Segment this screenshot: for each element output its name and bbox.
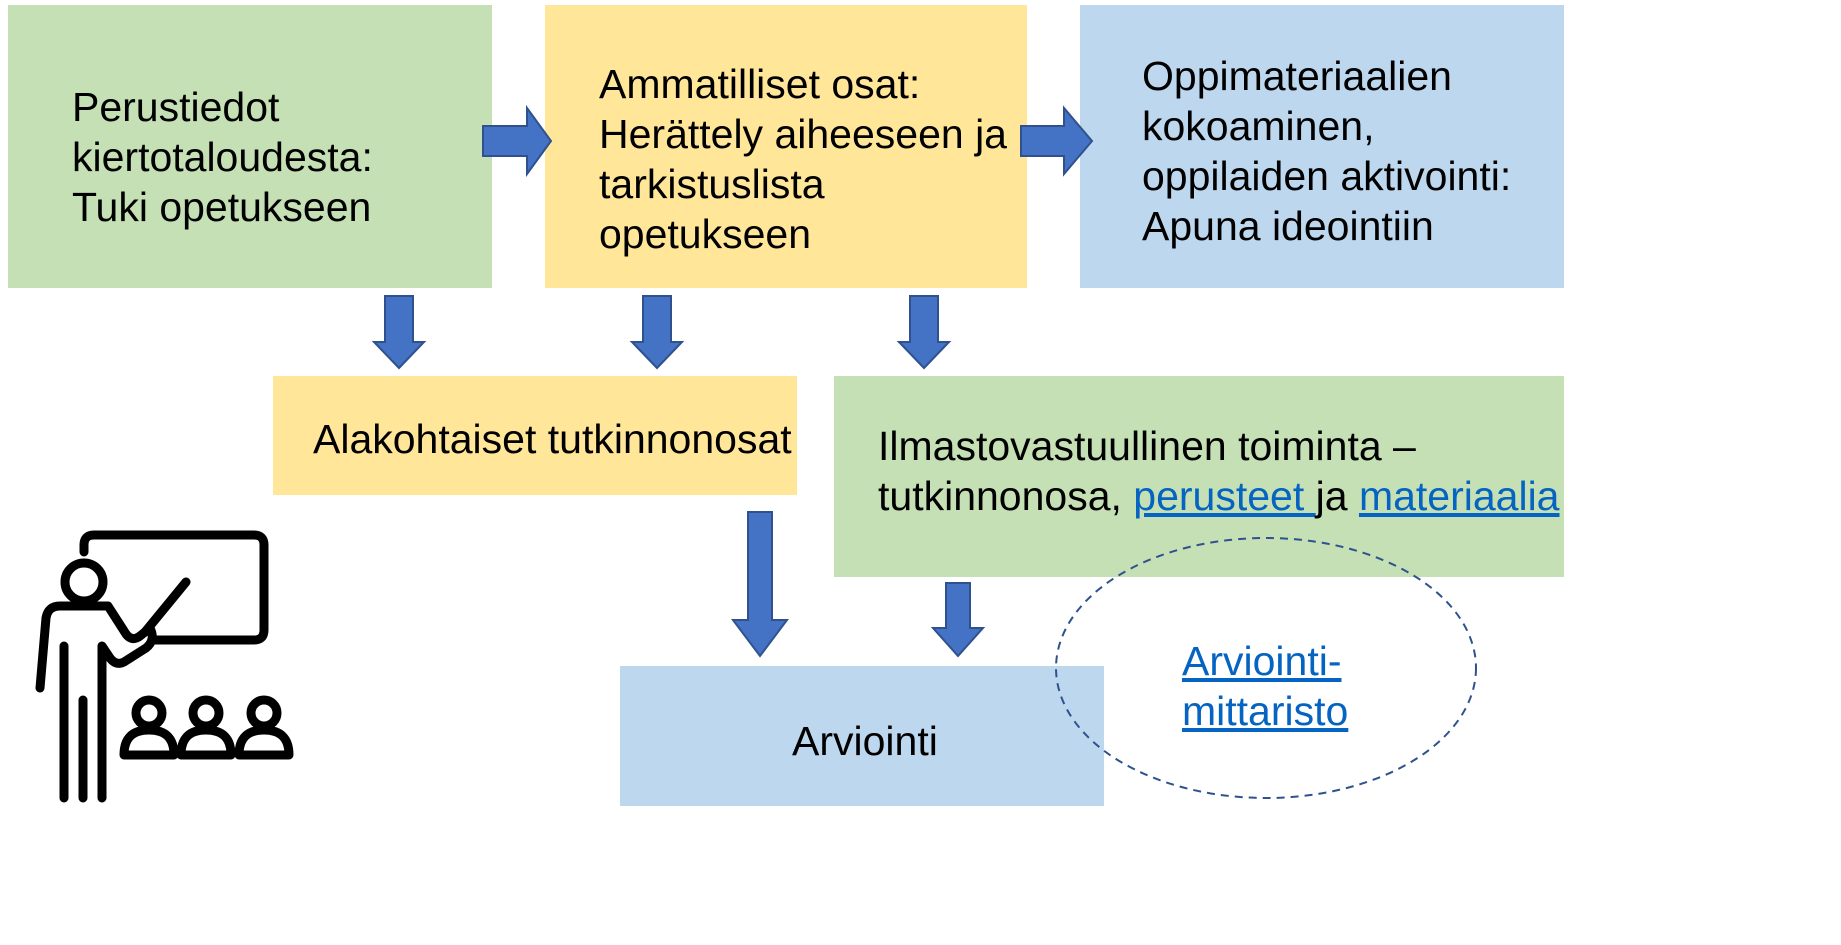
box-arviointi: Arviointi — [620, 666, 1104, 806]
arrow-down-1 — [371, 295, 427, 370]
box-alakohtaiset-text: Alakohtaiset tutkinnonosat — [313, 416, 792, 462]
box-perustiedot-text: Perustiedot kiertotaloudesta: Tuki opetu… — [72, 84, 373, 230]
box-oppimateriaalien: Oppimateriaalien kokoaminen, oppilaiden … — [1080, 5, 1564, 288]
box-ammatilliset: Ammatilliset osat: Herättely aiheeseen j… — [545, 5, 1027, 288]
arviointi-mittaristo-text: Arviointi- mittaristo — [1182, 636, 1348, 736]
ilmasto-line-2: tutkinnonosa, perusteet ja materiaalia — [878, 473, 1560, 519]
arviointi-mittaristo-ellipse — [1055, 537, 1477, 799]
teacher-presenting-icon — [35, 530, 294, 803]
ilmasto-line-1: Ilmastovastuullinen toiminta – — [878, 423, 1416, 469]
box-arviointi-text: Arviointi — [792, 718, 938, 764]
arrow-down-3 — [896, 295, 952, 370]
arrow-down-2 — [629, 295, 685, 370]
arrow-right-2 — [1020, 105, 1094, 177]
box-ilmastovastuullinen-text: Ilmastovastuullinen toiminta – tutkinnon… — [878, 421, 1560, 521]
arrow-right-1 — [482, 104, 553, 178]
box-ilmastovastuullinen: Ilmastovastuullinen toiminta – tutkinnon… — [834, 376, 1564, 577]
box-alakohtaiset: Alakohtaiset tutkinnonosat — [273, 376, 797, 495]
box-perustiedot: Perustiedot kiertotaloudesta: Tuki opetu… — [8, 5, 492, 288]
perusteet-link[interactable]: perusteet — [1133, 473, 1316, 519]
arviointi-mittaristo-link-line1[interactable]: Arviointi- — [1182, 638, 1342, 684]
box-oppimateriaalien-text: Oppimateriaalien kokoaminen, oppilaiden … — [1142, 53, 1512, 249]
box-ammatilliset-text: Ammatilliset osat: Herättely aiheeseen j… — [599, 61, 1007, 257]
materiaalia-link[interactable]: materiaalia — [1358, 473, 1560, 519]
arrow-down-5 — [930, 582, 986, 658]
arrow-down-4 — [731, 511, 789, 658]
arviointi-mittaristo-link-line2[interactable]: mittaristo — [1182, 688, 1349, 734]
